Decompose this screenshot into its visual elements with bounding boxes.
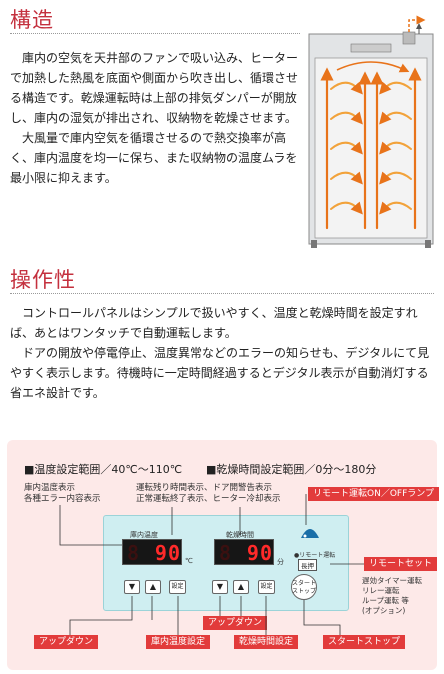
tag-up-down-time: アップダウン — [203, 616, 268, 630]
unit-minutes: 分 — [277, 558, 284, 566]
temperature-set-button[interactable]: 設定 — [169, 580, 186, 594]
cabinet-airflow-diagram — [308, 15, 434, 248]
tag-temperature-setting: 庫内温度設定 — [146, 635, 211, 649]
unit-celsius: ℃ — [185, 557, 193, 565]
structure-text: 庫内の空気を天井部のファンで吸い込み、ヒーターで加熱した熱風を底面や側面から吹き… — [10, 48, 300, 188]
structure-rule — [10, 33, 300, 34]
temperature-range-spec: ■温度設定範囲／40℃〜110℃ — [24, 463, 183, 476]
tag-remote-lamp: リモート運転ON／OFFランプ — [308, 487, 439, 501]
drying-time-value: 90 — [246, 541, 273, 565]
tag-drying-time-setting: 乾燥時間設定 — [234, 635, 299, 649]
long-press-label: 長押 — [298, 559, 317, 571]
temperature-down-button[interactable]: ▼ — [124, 580, 140, 594]
time-down-button[interactable]: ▼ — [212, 580, 228, 594]
note-remote-options: 遅効タイマー運転 リレー運転 ループ運転 等 (オプション) — [362, 576, 422, 615]
operation-title: 操作性 — [10, 268, 76, 292]
temperature-display: 8 90 — [122, 539, 182, 565]
drying-time-range-spec: ■乾燥時間設定範囲／0分〜180分 — [206, 463, 377, 476]
drying-time-display: 8 90 — [214, 539, 274, 565]
operation-paragraph-2: ドアの開放や停電停止、温度異常などのエラーの知らせも、デジタルにて見やすく表示し… — [10, 346, 430, 400]
time-up-button[interactable]: ▲ — [233, 580, 249, 594]
note-time-display: 運転残り時間表示、ドア開警告表示 正常運転終了表示、ヒーター冷却表示 — [136, 483, 281, 504]
operation-rule — [10, 293, 434, 294]
tag-up-down-temperature: アップダウン — [34, 635, 99, 649]
label-drying-time: 乾燥時間 — [226, 531, 254, 539]
remote-run-label: ●リモート運転 — [294, 552, 336, 559]
remote-signal-icon — [301, 529, 319, 538]
temperature-value: 90 — [154, 541, 181, 565]
time-set-button[interactable]: 設定 — [258, 580, 275, 594]
label-inner-temperature: 庫内温度 — [130, 531, 158, 539]
structure-paragraph-2: 大風量で庫内空気を循環させるので熱交換率が高く、庫内温度を均一に保ち、また収納物… — [10, 131, 298, 185]
operation-paragraph-1: コントロールパネルはシンプルで扱いやすく、温度と乾燥時間を設定すれば、あとはワン… — [10, 306, 418, 340]
note-temperature-display: 庫内温度表示 各種エラー内容表示 — [24, 483, 101, 504]
operation-text: コントロールパネルはシンプルで扱いやすく、温度と乾燥時間を設定すれば、あとはワン… — [10, 303, 436, 403]
tag-start-stop: スタートストップ — [323, 635, 406, 649]
start-stop-button[interactable]: スタート ストップ — [291, 574, 317, 600]
structure-paragraph-1: 庫内の空気を天井部のファンで吸い込み、ヒーターで加熱した熱風を底面や側面から吹き… — [10, 51, 299, 125]
temperature-up-button[interactable]: ▲ — [145, 580, 161, 594]
tag-remote-set: リモートセット — [364, 557, 438, 571]
structure-title: 構造 — [10, 8, 54, 32]
